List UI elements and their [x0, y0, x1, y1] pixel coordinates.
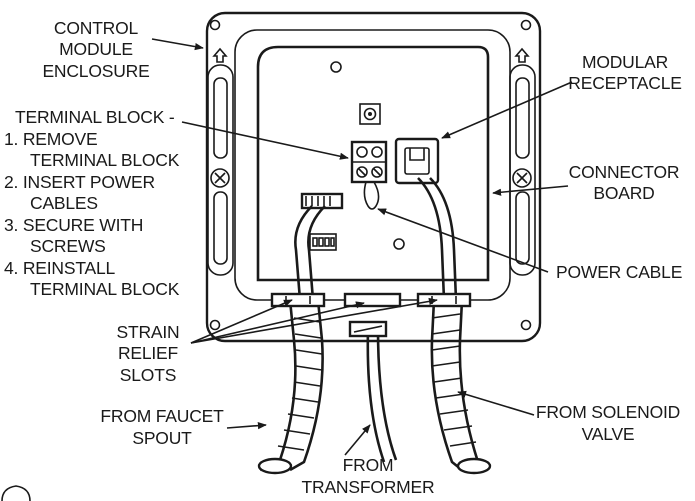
svg-text:SCREWS: SCREWS	[30, 236, 106, 256]
svg-text:2. INSERT POWER: 2. INSERT POWER	[4, 172, 155, 192]
label-connector-board: CONNECTOR BOARD	[569, 162, 680, 203]
connector-board	[256, 45, 490, 282]
svg-text:POWER CABLE: POWER CABLE	[556, 262, 682, 282]
svg-text:4. REINSTALL: 4. REINSTALL	[4, 258, 116, 278]
svg-text:FROM: FROM	[343, 455, 394, 475]
svg-text:FROM FAUCET: FROM FAUCET	[100, 406, 224, 426]
label-from-solenoid-valve: FROM SOLENOID VALVE	[536, 402, 680, 444]
label-control-module-enclosure: CONTROL MODULE ENCLOSURE	[42, 18, 149, 81]
svg-text:RELIEF: RELIEF	[118, 343, 178, 363]
svg-text:BOARD: BOARD	[593, 183, 654, 203]
svg-text:CABLES: CABLES	[30, 193, 98, 213]
svg-text:MODULAR: MODULAR	[582, 52, 668, 72]
svg-text:TERMINAL BLOCK: TERMINAL BLOCK	[30, 279, 180, 299]
terminal-block	[350, 140, 388, 210]
label-power-cable: POWER CABLE	[556, 262, 682, 282]
label-modular-receptacle: MODULAR RECEPTACLE	[568, 52, 682, 93]
modular-receptacle	[394, 137, 440, 185]
label-strain-relief-slots: STRAIN RELIEF SLOTS	[117, 322, 180, 385]
label-from-transformer: FROM TRANSFORMER	[302, 455, 435, 497]
svg-text:RECEPTACLE: RECEPTACLE	[568, 73, 681, 93]
svg-text:TRANSFORMER: TRANSFORMER	[302, 477, 435, 497]
solenoid-valve-cable	[417, 177, 492, 475]
svg-text:CONTROL: CONTROL	[54, 18, 139, 38]
corner-badge	[1, 485, 31, 501]
svg-text:CONNECTOR: CONNECTOR	[569, 162, 680, 182]
svg-text:STRAIN: STRAIN	[117, 322, 180, 342]
svg-text:FROM SOLENOID: FROM SOLENOID	[536, 402, 680, 422]
transformer-cable	[348, 320, 398, 463]
leader-lines	[151, 38, 573, 456]
svg-text:MODULE: MODULE	[59, 39, 133, 59]
svg-text:VALVE: VALVE	[582, 424, 635, 444]
svg-text:TERMINAL BLOCK -: TERMINAL BLOCK -	[15, 107, 175, 127]
svg-text:ENCLOSURE: ENCLOSURE	[42, 61, 149, 81]
strain-relief-slots	[270, 292, 472, 308]
label-from-faucet-spout: FROM FAUCET SPOUT	[100, 406, 224, 448]
faucet-spout-cable	[257, 205, 326, 475]
svg-text:SLOTS: SLOTS	[120, 365, 176, 385]
right-mounting-slot	[509, 47, 536, 276]
svg-text:1. REMOVE: 1. REMOVE	[4, 129, 98, 149]
left-mounting-slot	[207, 47, 234, 276]
svg-text:3. SECURE WITH: 3. SECURE WITH	[4, 215, 143, 235]
svg-text:SPOUT: SPOUT	[132, 428, 192, 448]
svg-text:TERMINAL BLOCK: TERMINAL BLOCK	[30, 150, 180, 170]
sensor-connector	[300, 192, 344, 210]
label-terminal-block: TERMINAL BLOCK - 1. REMOVE TERMINAL BLOC…	[4, 107, 180, 299]
